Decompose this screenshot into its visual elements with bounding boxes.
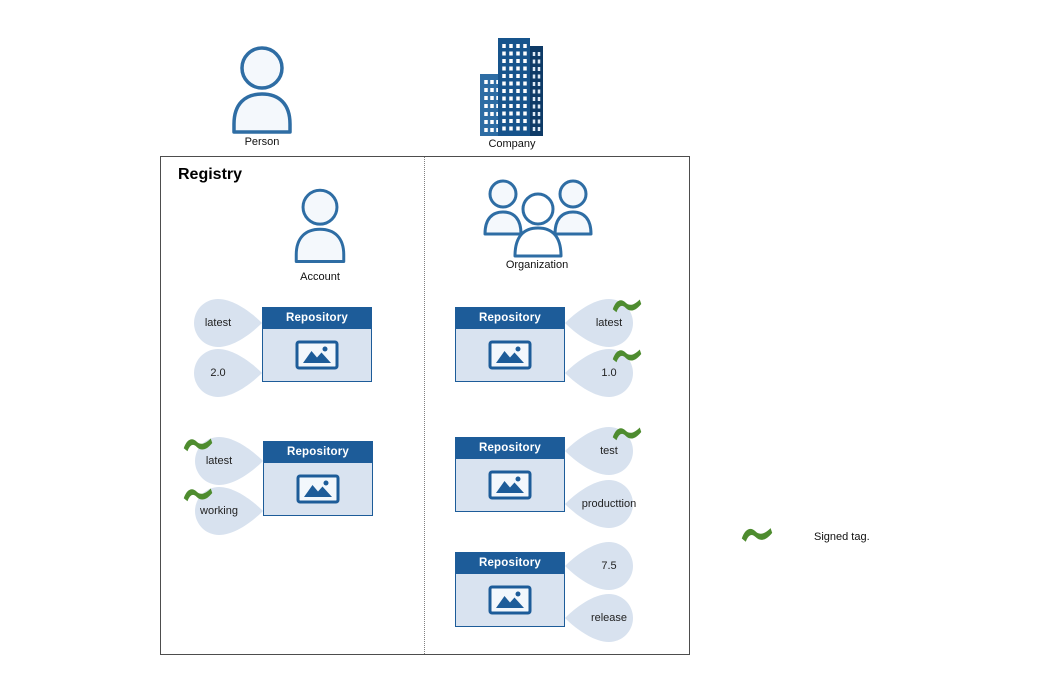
tag: test — [565, 427, 642, 475]
repository-title: Repository — [264, 442, 372, 463]
tag: latest — [183, 437, 263, 485]
tag-label: producttion — [581, 498, 637, 510]
tag-label: latest — [205, 455, 233, 467]
tag: latest — [565, 299, 642, 347]
image-icon — [488, 470, 532, 499]
organization-icon — [483, 179, 593, 258]
signed-tag-icon — [612, 346, 642, 365]
signed-tag-icon — [183, 435, 213, 454]
repository-title: Repository — [456, 553, 564, 574]
repository-card: Repository — [455, 437, 565, 512]
tag-label: 2.0 — [210, 367, 226, 379]
tag-label: latest — [204, 317, 232, 329]
tag: 1.0 — [565, 349, 642, 397]
registry-title: Registry — [178, 166, 243, 183]
tag: latest — [194, 299, 262, 347]
repository-card: Repository — [262, 307, 372, 382]
repository-title: Repository — [263, 308, 371, 329]
tag: 7.5 — [565, 542, 633, 590]
image-icon — [488, 340, 532, 369]
tag-label: release — [590, 612, 628, 624]
organization-label: Organization — [505, 259, 569, 271]
repository-title: Repository — [456, 438, 564, 459]
image-icon — [296, 474, 340, 503]
person-icon — [232, 46, 292, 134]
legend-label: Signed tag. — [814, 531, 870, 543]
tag-label: 1.0 — [601, 367, 617, 379]
tag-label: latest — [595, 317, 623, 329]
tag-label: 7.5 — [601, 560, 617, 572]
tag: 2.0 — [194, 349, 262, 397]
repository-card: Repository — [455, 307, 565, 382]
signed-tag-icon — [612, 424, 642, 443]
repository-title: Repository — [456, 308, 564, 329]
tag-label: working — [200, 505, 238, 517]
repository-card: Repository — [263, 441, 373, 516]
image-icon — [295, 340, 339, 369]
account-label: Account — [300, 271, 340, 283]
registry-divider — [424, 157, 425, 654]
tag: release — [565, 594, 633, 642]
tag-label: test — [600, 445, 618, 457]
tag: working — [183, 487, 263, 535]
company-icon — [480, 38, 543, 136]
person-label: Person — [244, 136, 280, 148]
tag: producttion — [565, 480, 637, 528]
account-icon — [294, 188, 346, 263]
signed-tag-icon — [183, 485, 213, 504]
repository-card: Repository — [455, 552, 565, 627]
signed-tag-icon — [612, 296, 642, 315]
company-label: Company — [488, 138, 536, 150]
signed-tag-icon — [741, 524, 773, 545]
image-icon — [488, 585, 532, 614]
